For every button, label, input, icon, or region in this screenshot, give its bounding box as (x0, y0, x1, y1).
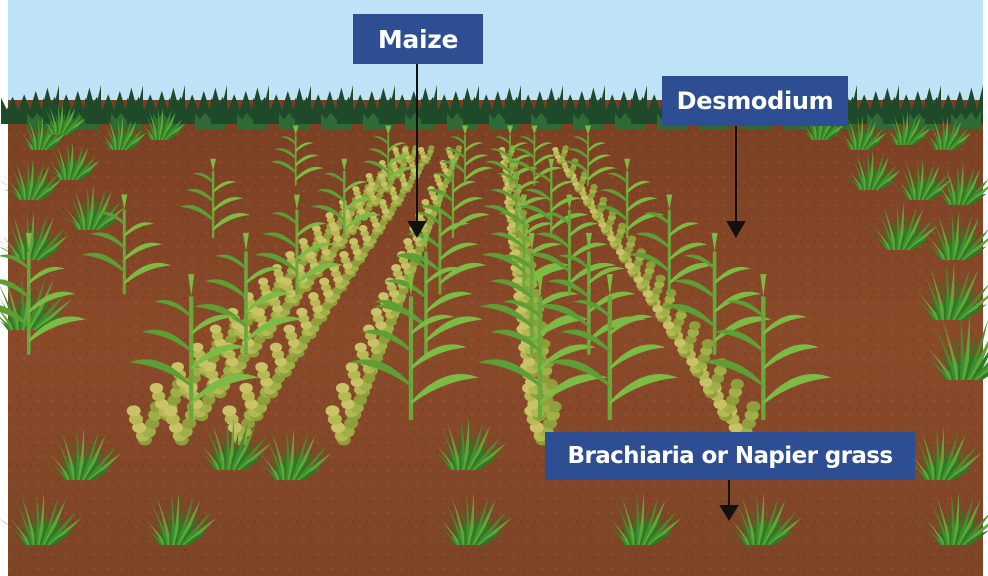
maize-label: Maize (353, 14, 483, 64)
brachiaria-label: Brachiaria or Napier grass (545, 432, 915, 480)
desmodium-label: Desmodium (662, 76, 848, 126)
